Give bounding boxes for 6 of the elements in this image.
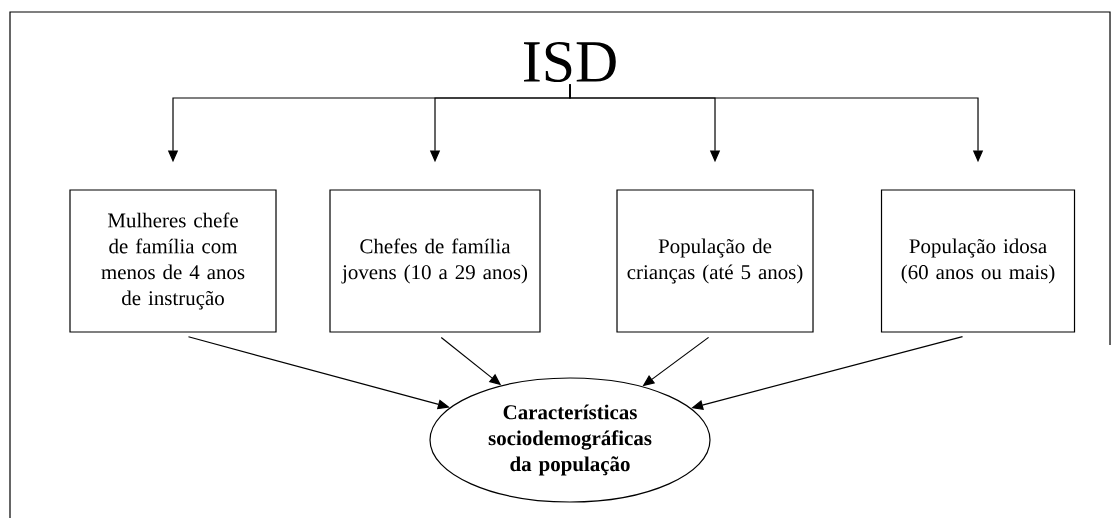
- category-box: População de crianças (até 5 anos): [616, 189, 814, 333]
- title-text: ISD: [524, 41, 616, 83]
- category-box: Mulheres chefe de família com menos de 4 anos de instrução: [69, 189, 277, 333]
- category-box: População idosa (60 anos ou mais): [880, 189, 1076, 333]
- category-box: Chefes de família jovens (10 a 29 anos): [329, 189, 541, 333]
- arrow: [691, 336, 964, 411]
